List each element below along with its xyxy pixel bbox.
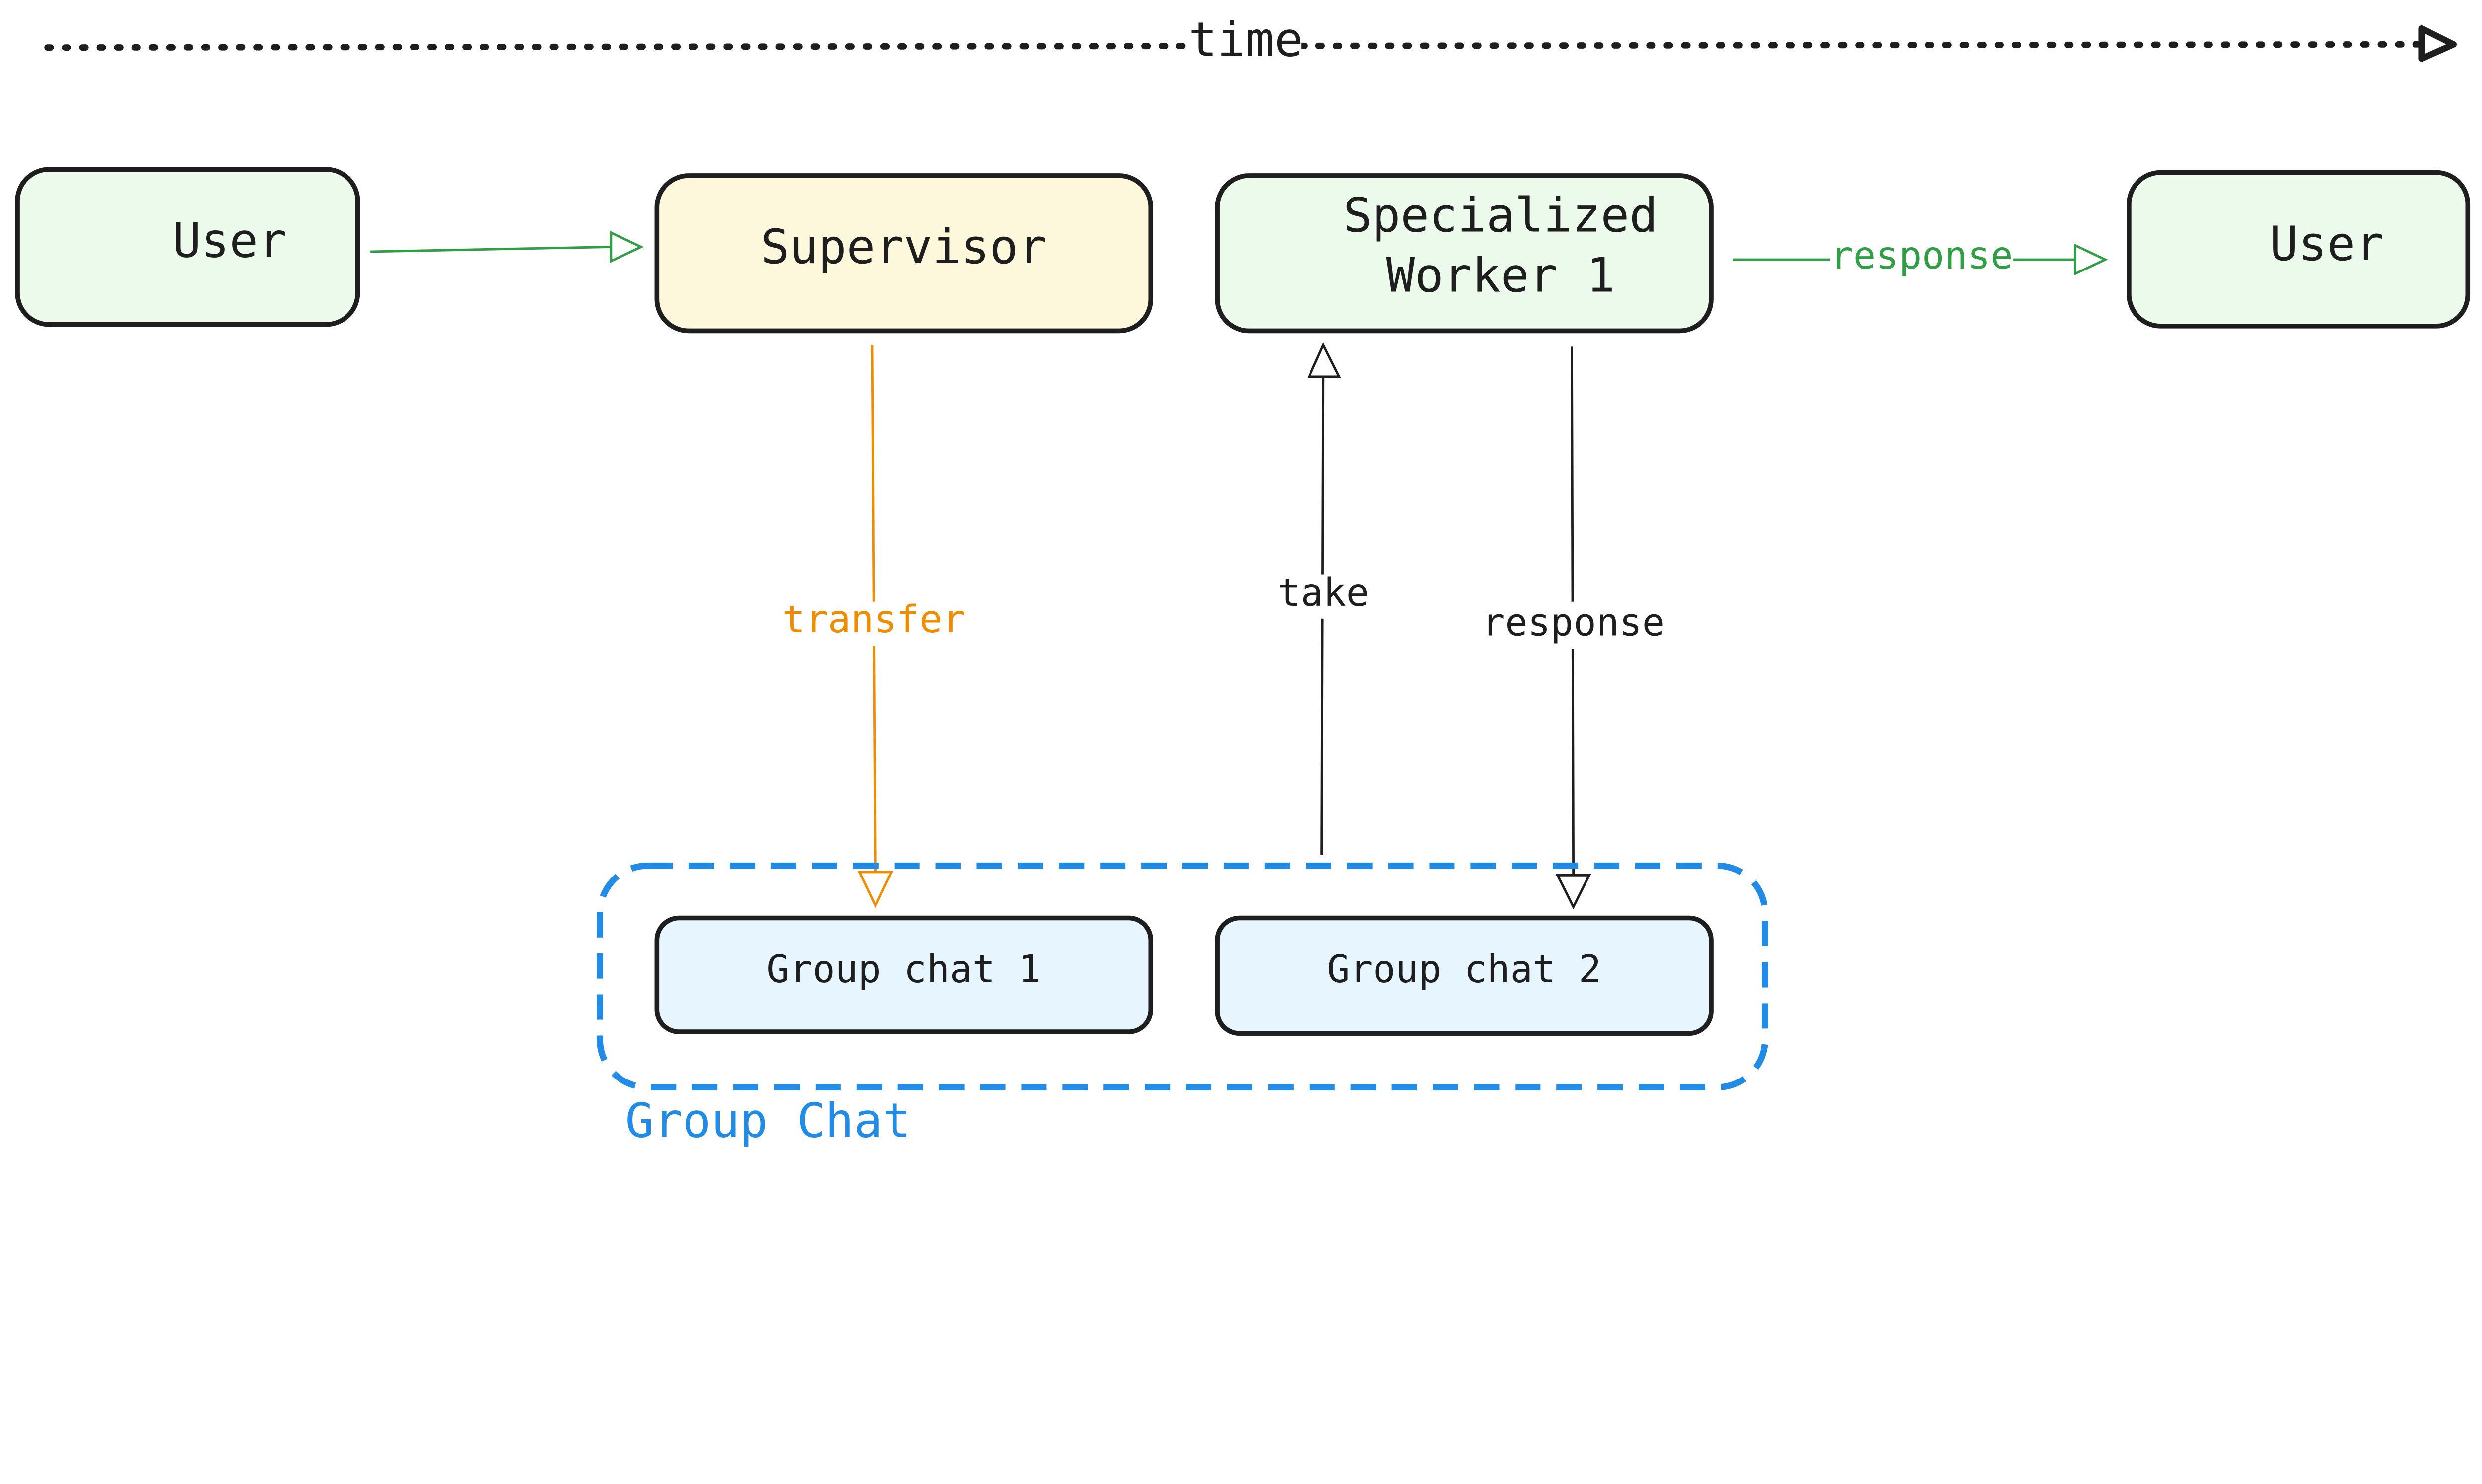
node-worker-label-line1: Specialized bbox=[1343, 187, 1658, 243]
group-chat-container: Group Chat bbox=[597, 862, 1768, 1148]
edge-response-out-label: response bbox=[1830, 234, 2013, 278]
node-user-end: User bbox=[2127, 170, 2471, 329]
node-group-chat-1-label: Group chat 1 bbox=[766, 947, 1041, 992]
edge-take-label: take bbox=[1278, 571, 1369, 615]
node-user-start-label: User bbox=[172, 212, 286, 268]
edge-response-down: response bbox=[1475, 346, 1672, 910]
node-group-chat-2: Group chat 2 bbox=[1215, 915, 1714, 1036]
timeline-arrow: time bbox=[44, 11, 2457, 70]
node-user-start: User bbox=[15, 167, 360, 327]
group-chat-label: Group Chat bbox=[625, 1092, 911, 1148]
node-specialized-worker: Specialized Worker 1 bbox=[1215, 173, 1714, 334]
edge-transfer: transfer bbox=[775, 345, 972, 908]
node-group-chat-2-label: Group chat 2 bbox=[1327, 947, 1601, 992]
edge-response-down-label: response bbox=[1482, 601, 1665, 645]
edge-user-to-supervisor bbox=[370, 230, 644, 263]
node-group-chat-1: Group chat 1 bbox=[654, 915, 1154, 1034]
node-worker-label-line2: Worker 1 bbox=[1386, 248, 1615, 303]
diagram-canvas: time User Supervisor Specialized Worker … bbox=[15, 11, 2471, 1148]
node-user-end-label: User bbox=[2270, 216, 2384, 271]
node-supervisor: Supervisor bbox=[654, 173, 1154, 334]
edge-take: take bbox=[1272, 342, 1374, 855]
edge-worker-to-user: response bbox=[1733, 234, 2108, 279]
timeline-label: time bbox=[1188, 11, 1303, 67]
edge-transfer-label: transfer bbox=[782, 598, 965, 642]
node-supervisor-label: Supervisor bbox=[761, 219, 1047, 274]
